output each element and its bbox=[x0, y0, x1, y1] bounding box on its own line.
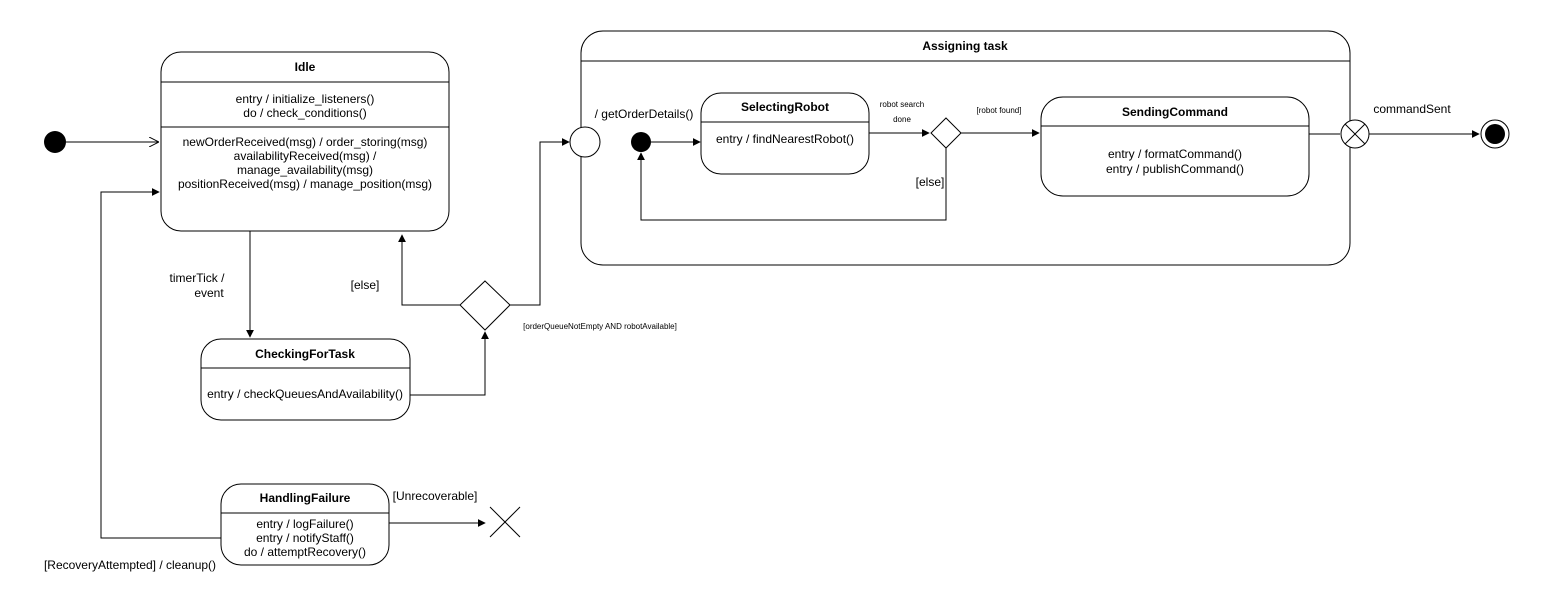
idle-transition-new-order: newOrderReceived(msg) / order_storing(ms… bbox=[183, 135, 428, 149]
idle-transition-manage-availability: manage_availability(msg) bbox=[237, 163, 373, 177]
idle-entry: entry / initialize_listeners() bbox=[236, 92, 375, 106]
idle-title: Idle bbox=[295, 60, 316, 74]
selecting-entry: entry / findNearestRobot() bbox=[716, 132, 854, 146]
choice-to-assigning-arrow bbox=[510, 138, 570, 306]
idle-transition-availability: availabilityReceived(msg) / bbox=[234, 149, 377, 163]
assigning-task-title: Assigning task bbox=[922, 39, 1008, 53]
else-idle-label: [else] bbox=[351, 278, 380, 292]
inner-initial-node bbox=[631, 132, 651, 152]
state-handling-failure: HandlingFailure entry / logFailure() ent… bbox=[220, 483, 390, 566]
handling-title: HandlingFailure bbox=[260, 491, 351, 505]
terminate-node bbox=[489, 506, 521, 538]
final-node bbox=[1480, 119, 1510, 149]
event-label: event bbox=[194, 286, 224, 300]
handling-notify: entry / notifyStaff() bbox=[256, 531, 354, 545]
initial-node bbox=[44, 131, 66, 153]
else-select-label: [else] bbox=[916, 175, 945, 189]
handling-log: entry / logFailure() bbox=[256, 517, 353, 531]
choice-diamond-task bbox=[459, 280, 511, 331]
command-sent-label: commandSent bbox=[1373, 102, 1451, 116]
idle-transition-position: positionReceived(msg) / manage_position(… bbox=[178, 177, 432, 191]
choice-else-to-idle-arrow bbox=[398, 234, 460, 306]
recovery-to-idle-arrow bbox=[100, 188, 221, 539]
get-order-details-label: / getOrderDetails() bbox=[595, 107, 694, 121]
unrecoverable-label: [Unrecoverable] bbox=[393, 489, 478, 503]
state-sending-command: SendingCommand entry / formatCommand() e… bbox=[1040, 96, 1310, 197]
choice-else-to-initial-arrow bbox=[637, 148, 947, 221]
robot-found-label: [robot found] bbox=[977, 106, 1022, 115]
sending-title: SendingCommand bbox=[1122, 105, 1228, 119]
timertick-label: timerTick / bbox=[170, 271, 226, 285]
state-idle: Idle entry / initialize_listeners() do /… bbox=[160, 51, 450, 232]
robot-search-done-label: done bbox=[893, 115, 911, 124]
state-selecting-robot: SelectingRobot entry / findNearestRobot(… bbox=[700, 92, 870, 175]
recovery-label: [RecoveryAttempted] / cleanup() bbox=[44, 558, 216, 572]
state-checking-for-task: CheckingForTask entry / checkQueuesAndAv… bbox=[200, 338, 411, 421]
idle-do: do / check_conditions() bbox=[243, 106, 366, 120]
entry-point bbox=[569, 126, 601, 158]
guard-queue-label: [orderQueueNotEmpty AND robotAvailable] bbox=[523, 322, 677, 331]
checking-entry: entry / checkQueuesAndAvailability() bbox=[207, 387, 403, 401]
state-assigning-task: Assigning task bbox=[580, 30, 1351, 266]
checking-title: CheckingForTask bbox=[255, 347, 355, 361]
handling-recovery: do / attemptRecovery() bbox=[244, 545, 366, 559]
robot-search-label: robot search bbox=[880, 100, 924, 109]
exit-point bbox=[1340, 119, 1370, 149]
sending-entry-publish: entry / publishCommand() bbox=[1106, 162, 1244, 176]
checking-to-choice-arrow bbox=[410, 331, 489, 396]
sending-entry-format: entry / formatCommand() bbox=[1108, 147, 1242, 161]
selecting-title: SelectingRobot bbox=[741, 100, 829, 114]
